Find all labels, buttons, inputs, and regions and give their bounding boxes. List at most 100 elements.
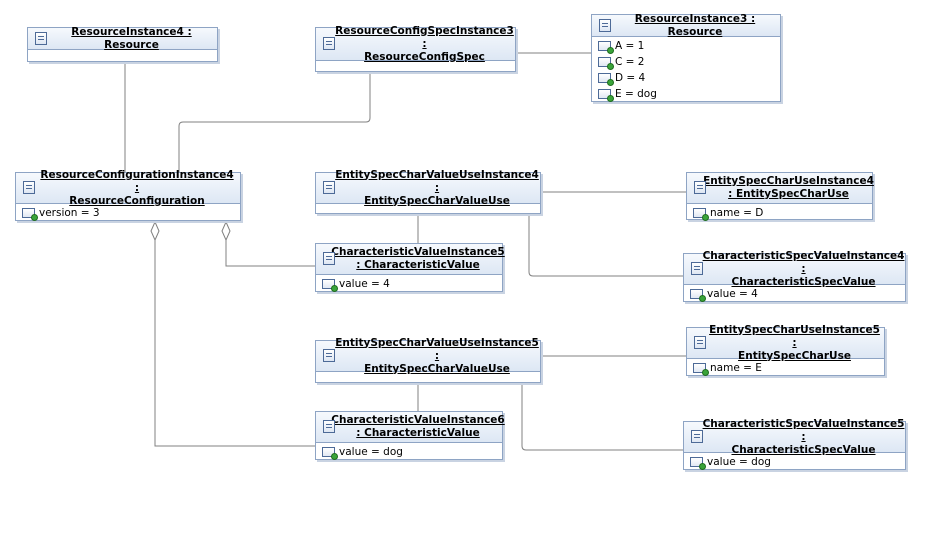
class-instance-icon bbox=[323, 37, 335, 50]
slot-value-icon bbox=[690, 289, 706, 302]
slot-value-icon bbox=[693, 208, 709, 221]
object-header: ResourceConfigurationInstance4 : Resourc… bbox=[16, 169, 240, 207]
slot-text: value = 4 bbox=[707, 288, 758, 300]
slot-value-icon bbox=[322, 447, 338, 460]
object-title-line1: CharacteristicSpecValueInstance5 : bbox=[702, 417, 905, 443]
object-title-line1: CharacteristicSpecValueInstance4 : bbox=[702, 249, 905, 275]
class-instance-icon bbox=[323, 349, 335, 362]
slot-row: version = 3 bbox=[16, 205, 240, 221]
slot-text: name = D bbox=[710, 207, 764, 219]
object-resource-config-spec-instance3[interactable]: ResourceConfigSpecInstance3 : ResourceCo… bbox=[315, 24, 516, 72]
slot-text: E = dog bbox=[615, 88, 657, 100]
class-instance-icon bbox=[691, 262, 703, 275]
object-header: CharacteristicValueInstance5 : Character… bbox=[316, 244, 505, 275]
object-header: EntitySpecCharValueUseInstance4 : Entity… bbox=[316, 169, 540, 207]
slot-text: D = 4 bbox=[615, 72, 646, 84]
object-header: CharacteristicValueInstance6 : Character… bbox=[316, 412, 505, 443]
object-slots: A = 1 C = 2 D = 4 E = dog bbox=[592, 37, 780, 104]
class-instance-icon bbox=[23, 181, 35, 194]
slot-value-icon bbox=[598, 41, 614, 54]
slot-text: name = E bbox=[710, 362, 762, 374]
class-instance-icon bbox=[35, 32, 47, 45]
link-config4-to-charvalue5 bbox=[225, 240, 315, 267]
object-entity-spec-char-value-use-instance5[interactable]: EntitySpecCharValueUseInstance5 : Entity… bbox=[315, 337, 541, 383]
object-slots: value = 4 bbox=[316, 275, 502, 294]
object-characteristic-value-instance5[interactable]: CharacteristicValueInstance5 : Character… bbox=[315, 243, 505, 294]
object-title: ResourceInstance4 : Resource bbox=[71, 25, 192, 51]
object-slots: value = dog bbox=[684, 453, 905, 472]
object-resource-configuration-instance4[interactable]: ResourceConfigurationInstance4 : Resourc… bbox=[15, 169, 241, 221]
slot-row: value = dog bbox=[316, 444, 502, 460]
object-header: CharacteristicSpecValueInstance4 : Chara… bbox=[684, 250, 905, 288]
object-header: CharacteristicSpecValueInstance5 : Chara… bbox=[684, 418, 905, 456]
object-title-line2: EntitySpecCharUse bbox=[738, 349, 851, 362]
slot-row: value = 4 bbox=[316, 276, 502, 292]
object-title-line2: : CharacteristicValue bbox=[356, 259, 480, 271]
object-header: EntitySpecCharValueUseInstance5 : Entity… bbox=[316, 337, 540, 375]
object-header: EntitySpecCharUseInstance4 : EntitySpecC… bbox=[687, 173, 874, 204]
object-header: ResourceInstance3 : Resource bbox=[592, 12, 780, 38]
slot-value-icon bbox=[598, 73, 614, 86]
slot-value-icon bbox=[22, 208, 38, 221]
slot-text: A = 1 bbox=[615, 40, 645, 52]
class-instance-icon bbox=[691, 430, 703, 443]
slot-value-icon bbox=[690, 457, 706, 470]
class-instance-icon bbox=[323, 252, 335, 265]
object-title-line2: : EntitySpecCharUse bbox=[728, 188, 849, 200]
class-instance-icon bbox=[599, 19, 611, 32]
slot-value-icon bbox=[598, 89, 614, 102]
object-entity-spec-char-use-instance5[interactable]: EntitySpecCharUseInstance5 : EntitySpecC… bbox=[686, 324, 885, 378]
class-instance-icon bbox=[694, 336, 706, 349]
object-title-line1: CharacteristicValueInstance5 bbox=[331, 246, 505, 258]
object-title-line2: EntitySpecCharValueUse bbox=[364, 194, 510, 207]
object-slots: name = D bbox=[687, 204, 872, 223]
slot-row: value = dog bbox=[684, 454, 905, 470]
object-title-line1: EntitySpecCharValueUseInstance4 : bbox=[335, 168, 539, 194]
object-header: ResourceInstance4 : Resource bbox=[28, 25, 217, 51]
slot-text: value = 4 bbox=[339, 278, 390, 290]
object-title-line1: EntitySpecCharValueUseInstance5 : bbox=[335, 336, 539, 362]
link-escvu4-to-csv4 bbox=[528, 214, 683, 277]
aggregation-diamond-right bbox=[221, 220, 231, 242]
slot-value-icon bbox=[598, 57, 614, 70]
object-entity-spec-char-value-use-instance4[interactable]: EntitySpecCharValueUseInstance4 : Entity… bbox=[315, 169, 541, 214]
slot-value-icon bbox=[693, 363, 709, 376]
object-slots: name = E bbox=[687, 359, 884, 378]
object-characteristic-spec-value-instance4[interactable]: CharacteristicSpecValueInstance4 : Chara… bbox=[683, 250, 906, 304]
object-title-line2: ResourceConfiguration bbox=[69, 194, 205, 207]
link-config4-to-charvalue6 bbox=[154, 240, 315, 447]
object-resource-instance3[interactable]: ResourceInstance3 : Resource A = 1 C = 2… bbox=[591, 12, 781, 104]
slot-row: A = 1 bbox=[592, 38, 780, 54]
object-characteristic-value-instance6[interactable]: CharacteristicValueInstance6 : Character… bbox=[315, 411, 505, 462]
object-title-line1: EntitySpecCharUseInstance4 bbox=[703, 175, 874, 187]
slot-row: C = 2 bbox=[592, 54, 780, 70]
object-header: ResourceConfigSpecInstance3 : ResourceCo… bbox=[316, 24, 515, 63]
slot-text: C = 2 bbox=[615, 56, 645, 68]
slot-value-icon bbox=[322, 279, 338, 292]
object-title-line1: ResourceConfigSpecInstance3 : bbox=[335, 24, 514, 50]
object-resource-instance4[interactable]: ResourceInstance4 : Resource bbox=[27, 25, 218, 62]
object-characteristic-spec-value-instance5[interactable]: CharacteristicSpecValueInstance5 : Chara… bbox=[683, 418, 906, 472]
object-slots: value = dog bbox=[316, 443, 502, 462]
object-title-line1: EntitySpecCharUseInstance5 : bbox=[709, 323, 880, 349]
slot-row: name = E bbox=[687, 360, 884, 376]
slot-text: value = dog bbox=[707, 456, 771, 468]
object-title-line2: : CharacteristicValue bbox=[356, 427, 480, 439]
aggregation-diamond-left bbox=[150, 220, 160, 242]
link-escvu5-to-csv5 bbox=[521, 383, 683, 451]
object-title-line2: CharacteristicSpecValue bbox=[731, 275, 876, 288]
slot-row: value = 4 bbox=[684, 286, 905, 302]
object-slots: value = 4 bbox=[684, 285, 905, 304]
link-configspec3-to-config4 bbox=[178, 72, 371, 172]
object-title-line1: ResourceConfigurationInstance4 : bbox=[40, 168, 234, 194]
object-entity-spec-char-use-instance4[interactable]: EntitySpecCharUseInstance4 : EntitySpecC… bbox=[686, 172, 874, 223]
object-header: EntitySpecCharUseInstance5 : EntitySpecC… bbox=[687, 324, 884, 362]
class-instance-icon bbox=[323, 181, 335, 194]
object-title: ResourceInstance3 : Resource bbox=[634, 12, 756, 38]
slot-row: D = 4 bbox=[592, 70, 780, 86]
object-title-line2: EntitySpecCharValueUse bbox=[364, 362, 510, 375]
slot-text: value = dog bbox=[339, 446, 403, 458]
object-title-line2: ResourceConfigSpec bbox=[364, 50, 485, 63]
